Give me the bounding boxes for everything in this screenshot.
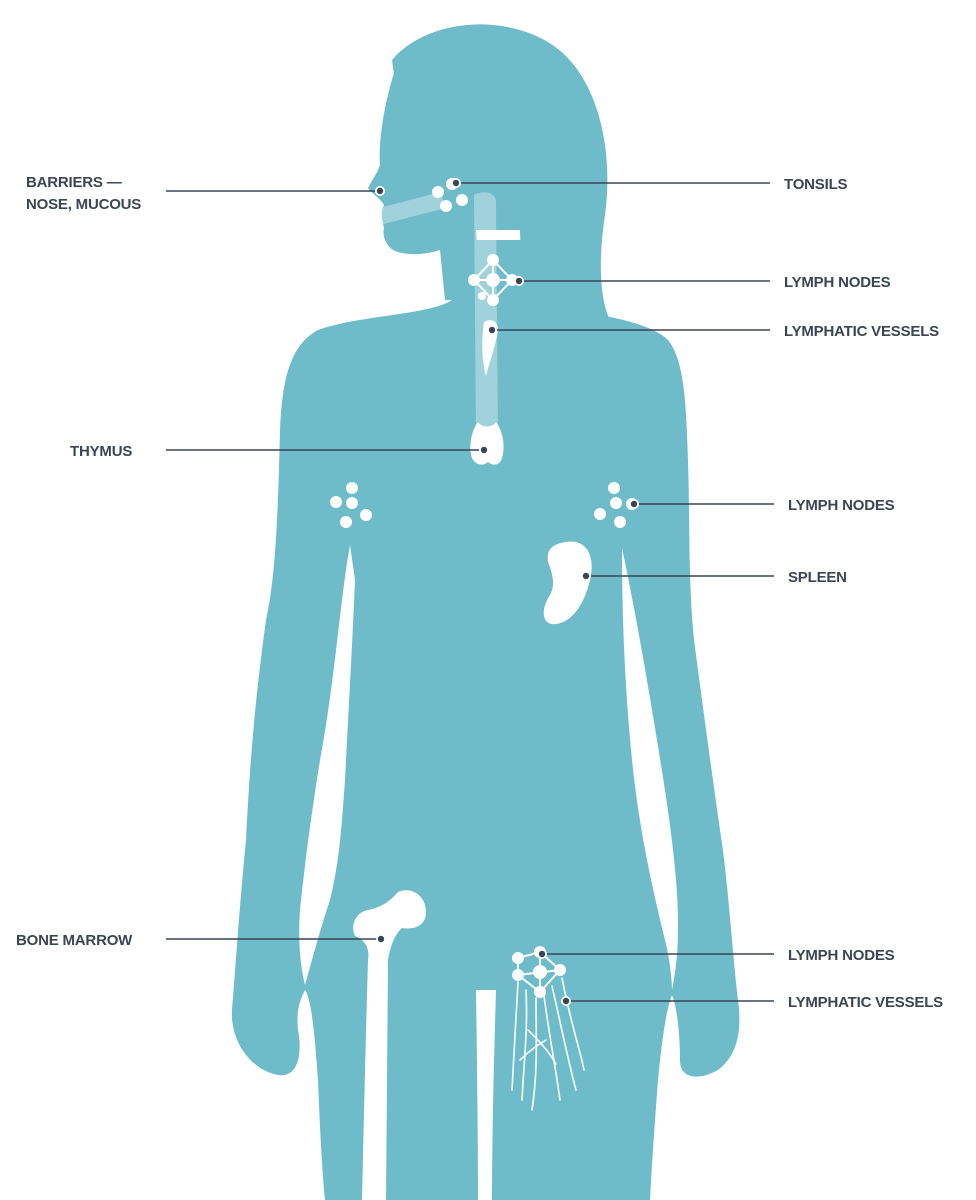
barriers-leader [166, 186, 385, 196]
tonsils-leader [451, 178, 770, 188]
body-silhouette [231, 24, 740, 1200]
lymph-nodes-neck-leader [514, 276, 770, 286]
thymus-label: THYMUS [70, 443, 132, 460]
lymph-nodes-armpit-leader [629, 499, 774, 509]
torso-shape [231, 240, 740, 1200]
groin-lymphatic-vessels-organ [511, 977, 585, 1111]
lymphatic-vessels-groin-leader [561, 996, 774, 1006]
lymph-nodes-groin-label: LYMPH NODES [788, 947, 895, 964]
tonsils-label: TONSILS [784, 176, 848, 193]
femur-bone-organ [353, 890, 426, 1200]
bone-marrow-leader [166, 934, 386, 944]
label-leaders [166, 178, 774, 1006]
organs [330, 178, 638, 1200]
barriers-label-line2: NOSE, MUCOUS [26, 196, 141, 213]
thymus-organ [470, 422, 504, 465]
right-arm-gap [622, 548, 679, 990]
left-arm-gap [299, 545, 355, 985]
lymph-nodes-armpit-label: LYMPH NODES [788, 497, 895, 514]
spleen-organ [543, 541, 592, 625]
barriers-label-line1: BARRIERS — [26, 174, 122, 191]
lymphatic-vessels-groin-label: LYMPHATIC VESSELS [788, 994, 943, 1011]
neck-lymph-nodes-organ [468, 254, 518, 306]
labels: BARRIERS — NOSE, MUCOUS TONSILS LYMPH NO… [16, 174, 943, 1011]
spleen-leader [581, 571, 774, 581]
bone-marrow-label: BONE MARROW [16, 932, 133, 949]
lymphatic-vessels-neck-leader [487, 325, 770, 335]
lymph-nodes-neck-label: LYMPH NODES [784, 274, 891, 291]
leg-gap [476, 990, 496, 1200]
spleen-label: SPLEEN [788, 569, 847, 586]
head-hair-shape [392, 24, 610, 323]
groin-lymph-nodes-organ [512, 946, 566, 998]
left-armpit-lymph-nodes-organ [330, 482, 372, 528]
lymphatic-vessels-neck-label: LYMPHATIC VESSELS [784, 323, 939, 340]
lymph-nodes-groin-leader [537, 949, 774, 959]
thymus-leader [166, 445, 489, 455]
